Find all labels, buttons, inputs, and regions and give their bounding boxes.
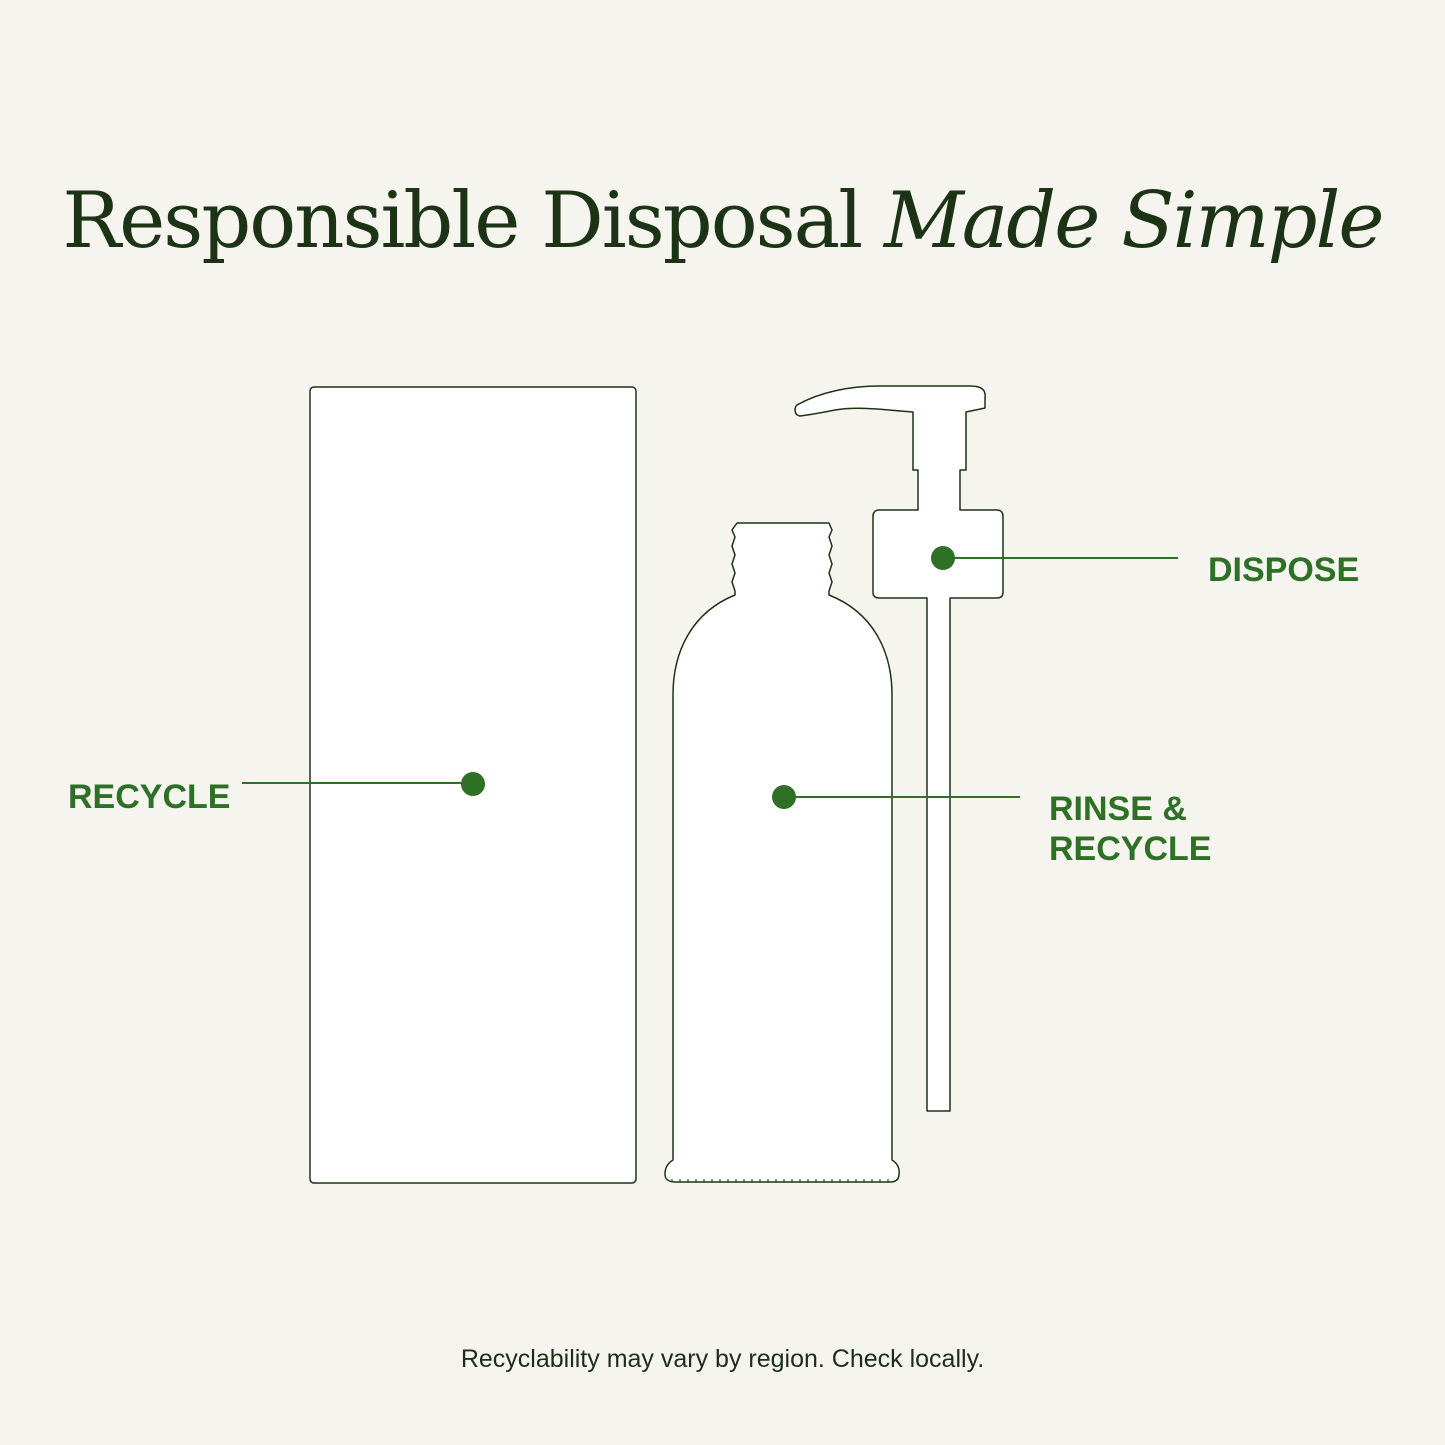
rinse-recycle-label: RINSE & RECYCLE: [1049, 789, 1211, 869]
dispose-label: DISPOSE: [1208, 551, 1360, 589]
title-italic: Made Simple: [883, 176, 1385, 266]
pump-illustration: [794, 385, 1004, 1112]
dispose-callout-dot: [931, 546, 955, 570]
rinse-label-line1: RINSE &: [1049, 790, 1187, 828]
recycle-callout-dot: [461, 772, 485, 796]
footnote: Recyclability may vary by region. Check …: [460, 1345, 985, 1373]
page-title: Responsible Disposal Made Simple: [0, 175, 1445, 269]
bottle-illustration: [664, 522, 900, 1183]
bottle-base-ridges: [671, 1179, 889, 1182]
recycle-label: RECYCLE: [68, 778, 231, 816]
title-regular: Responsible Disposal: [62, 176, 863, 266]
rinse-label-line2: RECYCLE: [1049, 830, 1212, 868]
rinse-callout-dot: [772, 785, 796, 809]
